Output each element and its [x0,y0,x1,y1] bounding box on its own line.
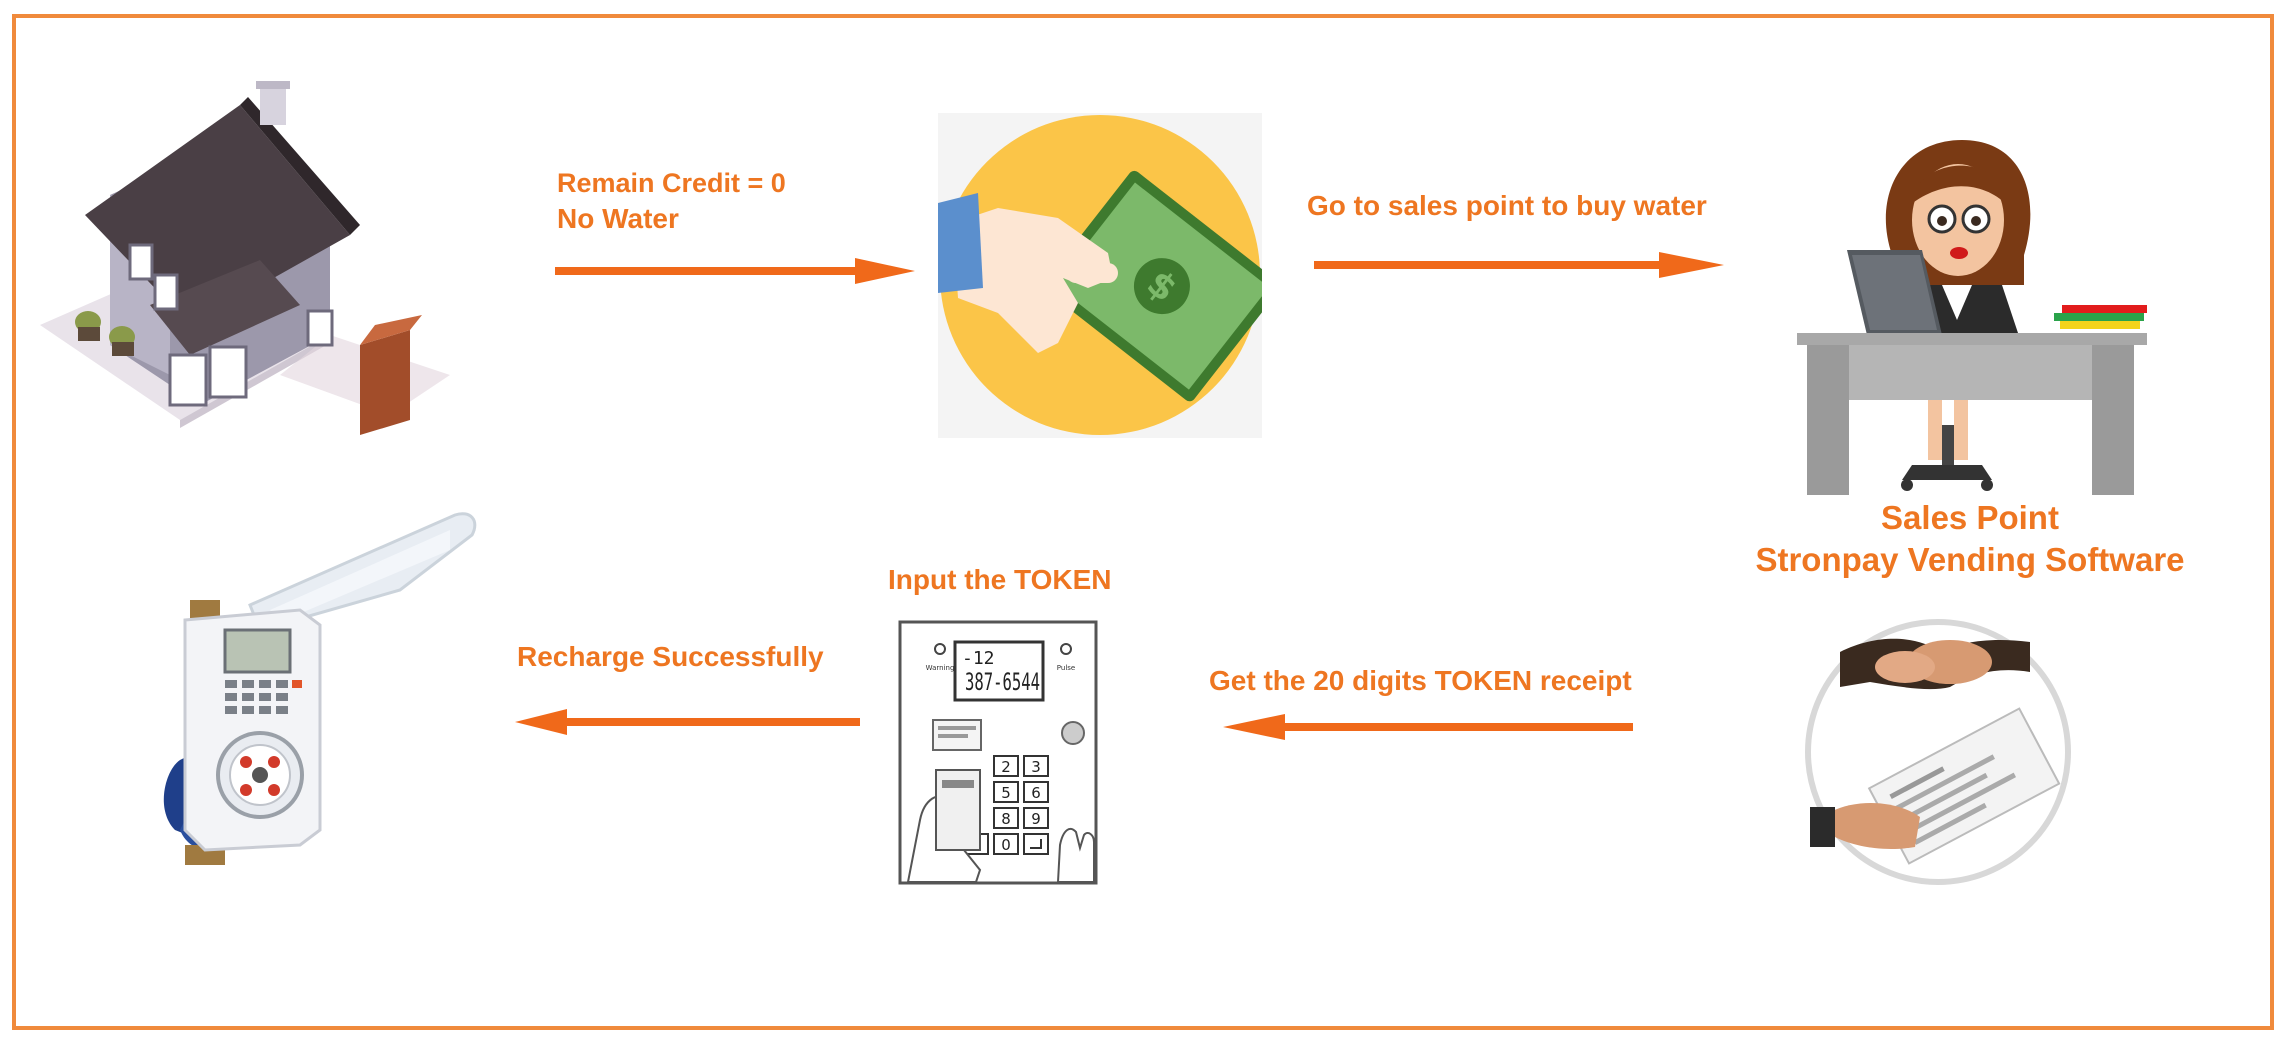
keypad-display-main: 387-6544 [965,668,1040,696]
key-9: 9 [1031,810,1041,828]
no-water-label: No Water [557,203,679,234]
arrow-right-to-sales-point [1314,252,1724,278]
go-to-sales-point-label: Go to sales point to buy water [1307,190,1707,221]
input-token-label: Input the TOKEN [888,564,1112,595]
key-8: 8 [1001,810,1011,828]
water-meter-illustration [150,510,520,870]
sales-point-title: Sales Point [1881,499,2059,536]
key-6: 6 [1031,784,1041,802]
house-illustration [30,75,470,455]
remain-credit-label: Remain Credit = 0 [557,168,786,198]
get-token-receipt-label: Get the 20 digits TOKEN receipt [1209,665,1632,696]
diagram-frame [12,14,2274,1030]
arrow-left-to-keypad [1223,714,1633,740]
sales-point-illustration [1792,135,2152,495]
recharge-successfully-label: Recharge Successfully [517,641,824,672]
keypad-illustration: Warning Pulse -12 387-6544 2 3 5 6 8 9 0 [898,620,1098,885]
key-5: 5 [1001,784,1011,802]
key-2: 2 [1001,758,1011,776]
keypad-pulse-label: Pulse [1057,664,1075,672]
keypad-warning-label: Warning [926,664,955,672]
key-0: 0 [1001,836,1011,854]
keypad-display-top: -12 [962,648,995,669]
key-3: 3 [1031,758,1041,776]
token-receipt-illustration [1800,612,2072,892]
arrow-right-to-payment [555,258,915,284]
vending-software-title: Stronpay Vending Software [1755,541,2185,578]
payment-illustration: $ [938,113,1262,438]
arrow-left-to-meter [515,709,860,735]
